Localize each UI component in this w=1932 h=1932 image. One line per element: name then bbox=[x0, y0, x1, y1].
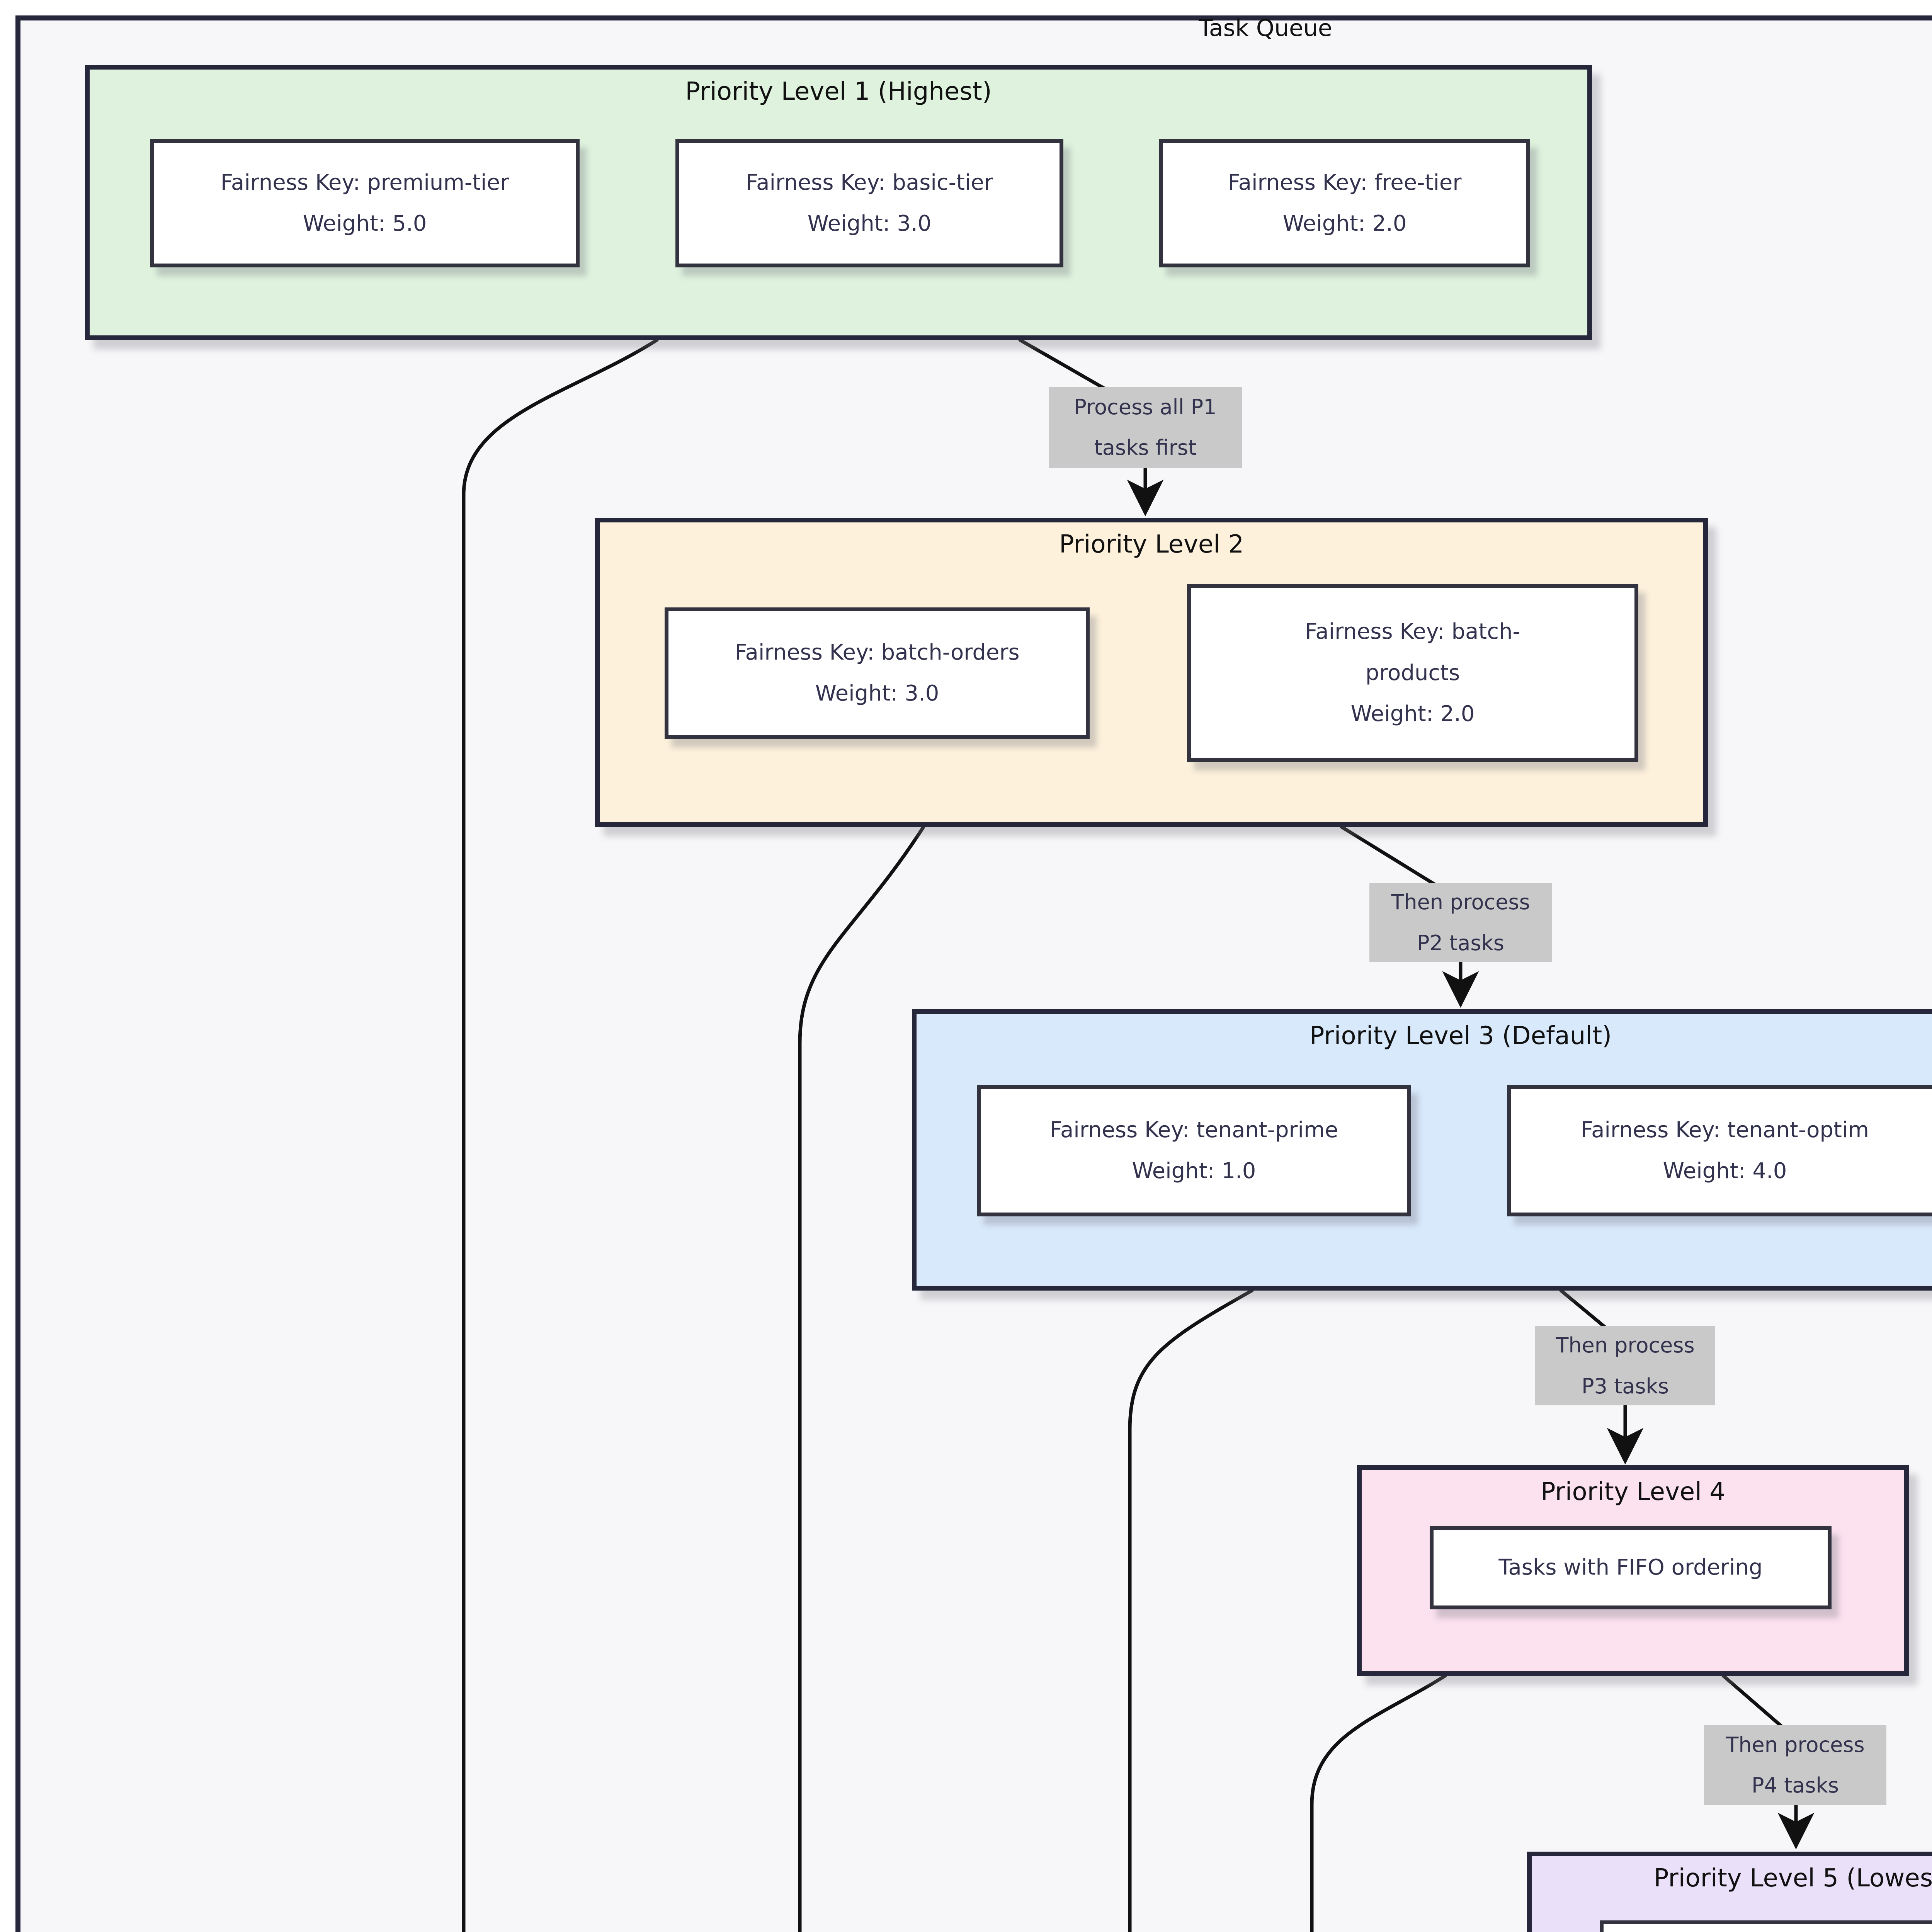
node-fifo-p4: Tasks with FIFO ordering bbox=[1430, 1526, 1832, 1609]
edge-label-process-all-p1: Process all P1 tasks first bbox=[1049, 387, 1242, 468]
node-line: Weight: 3.0 bbox=[807, 211, 932, 236]
edge-label-line: P4 tasks bbox=[1752, 1773, 1839, 1798]
node-free-tier: Fairness Key: free-tier Weight: 2.0 bbox=[1159, 139, 1530, 267]
node-line: Weight: 2.0 bbox=[1282, 211, 1407, 236]
edge-label-line: Then process bbox=[1391, 890, 1530, 915]
cluster-priority-level-3: Priority Level 3 (Default) Fairness Key:… bbox=[912, 1009, 1932, 1291]
cluster-title: Priority Level 5 (Lowest) bbox=[1653, 1864, 1932, 1893]
node-fifo-p5: Tasks with FIFO ordering bbox=[1600, 1920, 1932, 1932]
edge-label-line: P3 tasks bbox=[1582, 1374, 1669, 1398]
cluster-priority-level-5: Priority Level 5 (Lowest) Tasks with FIF… bbox=[1527, 1852, 1932, 1932]
node-line: Weight: 3.0 bbox=[815, 681, 939, 706]
cluster-title: Priority Level 4 bbox=[1540, 1478, 1726, 1506]
cluster-priority-level-2: Priority Level 2 Fairness Key: batch-ord… bbox=[595, 518, 1708, 827]
edge-label-line: Then process bbox=[1556, 1333, 1695, 1358]
node-line: Tasks with FIFO ordering bbox=[1498, 1555, 1763, 1580]
cluster-title: Priority Level 2 bbox=[1059, 530, 1244, 559]
node-line: Weight: 4.0 bbox=[1663, 1158, 1787, 1184]
edge-label-line: Process all P1 bbox=[1074, 395, 1217, 419]
edge-label-line: Then process bbox=[1726, 1732, 1865, 1757]
node-line: Weight: 5.0 bbox=[303, 211, 427, 236]
node-line: Fairness Key: tenant-optim bbox=[1581, 1117, 1869, 1143]
node-line: Fairness Key: premium-tier bbox=[220, 170, 509, 195]
node-line: Weight: 2.0 bbox=[1350, 701, 1475, 727]
node-line: products bbox=[1365, 660, 1460, 685]
cluster-priority-level-1: Priority Level 1 (Highest) Fairness Key:… bbox=[85, 65, 1592, 340]
node-line: Fairness Key: free-tier bbox=[1228, 170, 1462, 195]
edge-label-then-process-p2: Then process P2 tasks bbox=[1369, 883, 1552, 962]
node-batch-orders: Fairness Key: batch-orders Weight: 3.0 bbox=[665, 607, 1090, 739]
node-line: Fairness Key: basic-tier bbox=[746, 170, 993, 195]
edge-label-then-process-p4: Then process P4 tasks bbox=[1704, 1725, 1886, 1805]
node-premium-tier: Fairness Key: premium-tier Weight: 5.0 bbox=[150, 139, 580, 267]
node-basic-tier: Fairness Key: basic-tier Weight: 3.0 bbox=[675, 139, 1063, 267]
node-line: Fairness Key: tenant-prime bbox=[1049, 1117, 1338, 1143]
cluster-priority-level-4: Priority Level 4 Tasks with FIFO orderin… bbox=[1357, 1465, 1909, 1676]
cluster-title: Priority Level 3 (Default) bbox=[1309, 1022, 1612, 1050]
edge-label-line: P2 tasks bbox=[1417, 930, 1504, 955]
node-batch-products: Fairness Key: batch- products Weight: 2.… bbox=[1187, 584, 1638, 762]
cluster-title: Priority Level 1 (Highest) bbox=[685, 77, 992, 106]
task-queue-title: Task Queue bbox=[1199, 15, 1332, 42]
edge-label-then-process-p3: Then process P3 tasks bbox=[1535, 1326, 1715, 1405]
edge-label-line: tasks first bbox=[1094, 435, 1197, 460]
node-line: Weight: 1.0 bbox=[1132, 1158, 1256, 1184]
node-line: Fairness Key: batch-orders bbox=[735, 639, 1020, 665]
node-tenant-prime: Fairness Key: tenant-prime Weight: 1.0 bbox=[977, 1085, 1411, 1216]
node-line: Fairness Key: batch- bbox=[1305, 619, 1520, 645]
node-tenant-optim: Fairness Key: tenant-optim Weight: 4.0 bbox=[1507, 1085, 1932, 1216]
